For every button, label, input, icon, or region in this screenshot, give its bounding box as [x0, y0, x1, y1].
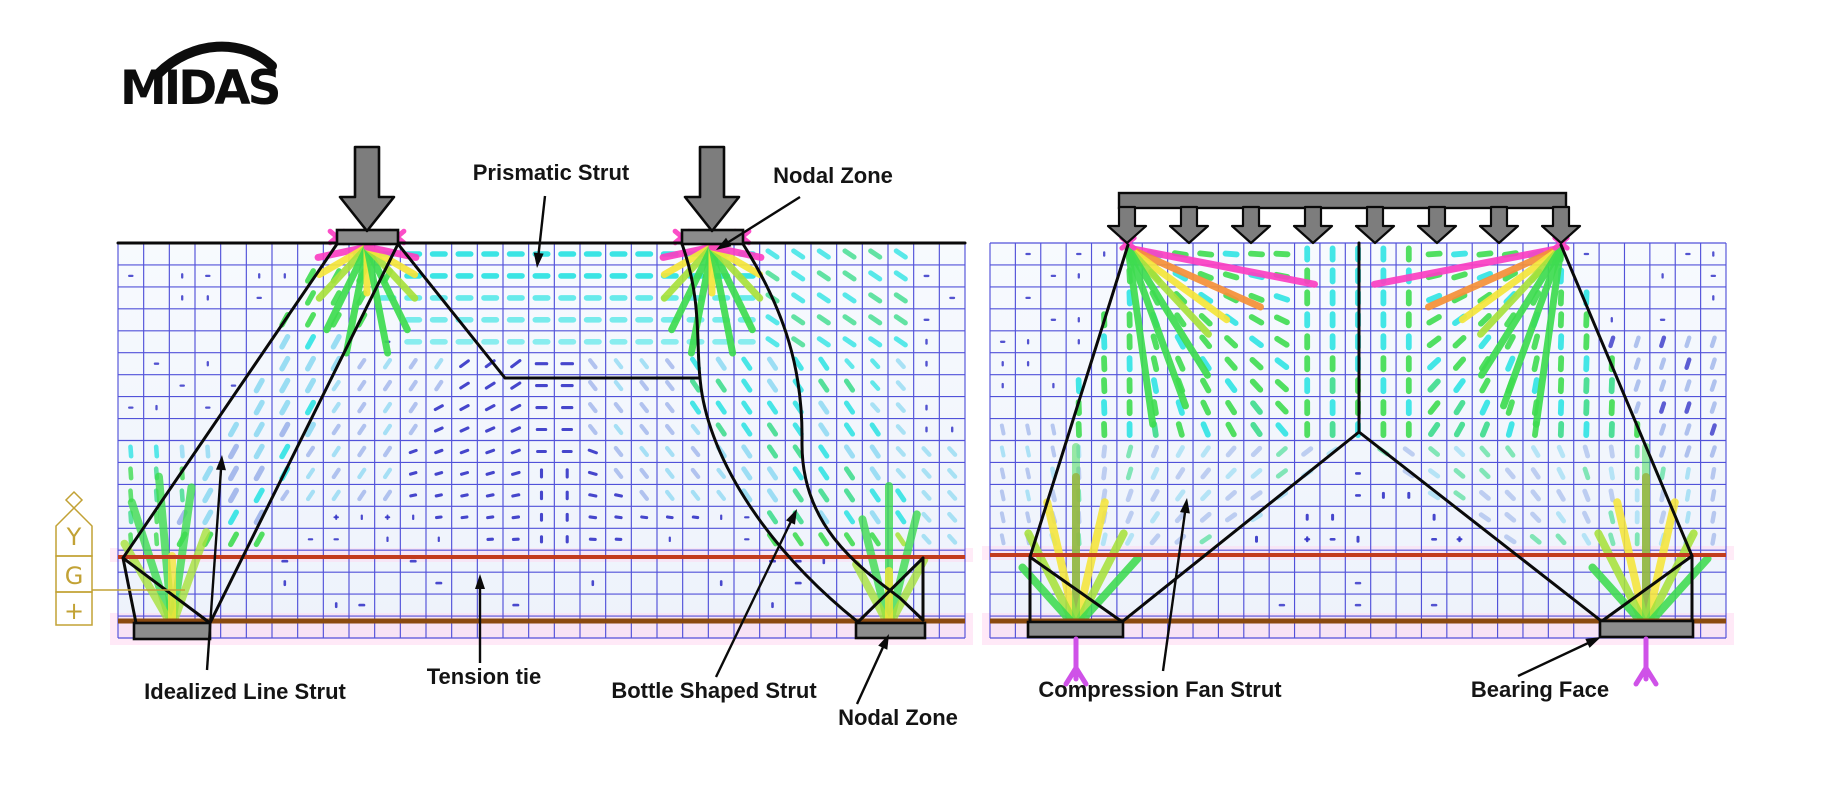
logo-arc [153, 41, 277, 79]
label-compression-fan-strut: Compression Fan Strut [1038, 677, 1282, 702]
label-pointer-arrows [205, 195, 1601, 705]
label-bottle-shaped-strut: Bottle Shaped Strut [611, 678, 817, 703]
label-nodal-zone-top: Nodal Zone [773, 163, 893, 188]
label-bearing-face: Bearing Face [1470, 677, 1610, 702]
label-prismatic-strut: Prismatic Strut [472, 160, 630, 185]
axis-g-label: G [65, 562, 84, 590]
axis-plus-label: + [64, 597, 84, 625]
axis-y-label: Y [66, 523, 82, 551]
strut-outlines [116, 241, 1694, 625]
midas-logo-text: MIDAS [120, 61, 279, 116]
principal-stress-fans [120, 228, 1712, 631]
label-nodal-zone-bottom: Nodal Zone [838, 705, 958, 730]
reaction-arrows [1063, 636, 1659, 687]
gcs-axis-icon: Y G + [55, 490, 185, 626]
midas-logo: MIDAS [120, 41, 282, 116]
axis-plus-box [55, 591, 93, 626]
mesh-grids [110, 242, 1734, 645]
plates-and-loads [132, 145, 1695, 641]
label-tension-tie: Tension tie [426, 664, 542, 689]
axis-diamond [64, 490, 84, 510]
label-idealized-line-strut: Idealized Line Strut [144, 679, 346, 704]
